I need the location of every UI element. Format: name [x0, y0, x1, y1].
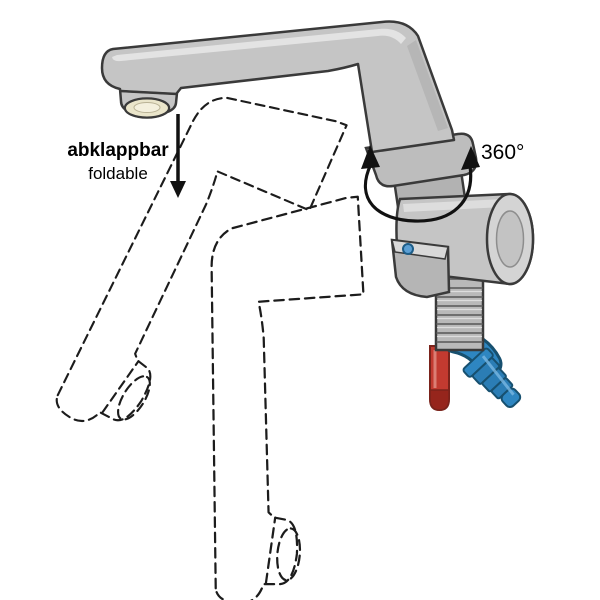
barb-highlight: [481, 355, 515, 396]
folded-position-vertical-outline: [181, 183, 373, 600]
cold-barb-fitting: [462, 347, 522, 408]
rotation-arrow: [361, 145, 480, 223]
spout-arm-highlight: [112, 28, 406, 62]
folded-position-diagonal-outline: [24, 53, 360, 468]
rotation-arrowhead-left: [361, 145, 380, 169]
spout-head-seam: [120, 90, 178, 95]
barb-tip: [500, 387, 522, 408]
rotation-label: 360°: [481, 141, 525, 164]
mixer-body-end-cap-inner: [495, 210, 525, 268]
spout-arm-shading: [407, 40, 448, 131]
hot-water-hose: [429, 345, 450, 412]
rotation-arrow-arc: [364, 163, 473, 223]
hot-hose-end-cap: [429, 389, 450, 411]
fold-label-english: foldable: [88, 163, 148, 183]
aerator-inner: [133, 102, 161, 113]
indicator-dot: [402, 243, 414, 255]
fold-direction-arrow: [170, 114, 186, 198]
clamp-bracket: [390, 238, 451, 299]
mixer-body-highlight: [403, 199, 504, 212]
fold-annotation: abklappbar foldable: [52, 139, 184, 184]
fold-label-german: abklappbar: [67, 140, 169, 161]
spout-arm: [100, 20, 456, 154]
faucet-assembly: [100, 20, 535, 412]
rotation-arrowhead-right: [461, 146, 480, 170]
